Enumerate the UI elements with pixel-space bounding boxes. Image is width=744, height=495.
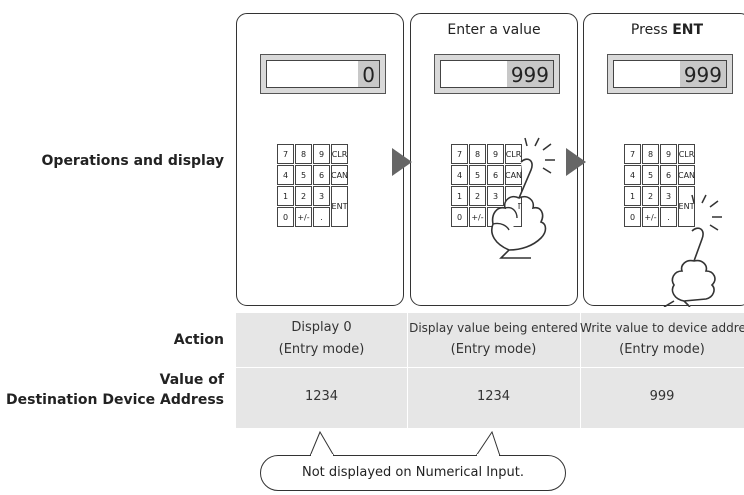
keypad-key[interactable]: 0: [451, 207, 468, 227]
action-line2: (Entry mode): [450, 342, 537, 357]
keypad-key[interactable]: 4: [277, 165, 294, 185]
keypad-key[interactable]: 8: [469, 144, 486, 164]
keypad-key[interactable]: CAN: [505, 165, 522, 185]
keypad-key[interactable]: 8: [295, 144, 312, 164]
row-label-action: Action: [173, 332, 224, 348]
action-cell: Write value to device address (Entry mod…: [580, 317, 744, 361]
display-value: 999: [506, 61, 553, 87]
keypad-key[interactable]: CAN: [678, 165, 695, 185]
keypad-key[interactable]: 7: [451, 144, 468, 164]
keypad-key[interactable]: CLR: [678, 144, 695, 164]
panel-caption: Enter a value: [447, 22, 541, 38]
keypad-key[interactable]: 2: [295, 186, 312, 206]
numeric-display: 0: [260, 54, 386, 94]
keypad-key[interactable]: 9: [487, 144, 504, 164]
arrow-right-icon: [392, 148, 412, 176]
keypad-key[interactable]: 1: [451, 186, 468, 206]
keypad-key[interactable]: 5: [295, 165, 312, 185]
keypad-key[interactable]: 3: [313, 186, 330, 206]
numeric-display: 999: [434, 54, 560, 94]
action-line2: (Entry mode): [619, 342, 705, 357]
keypad-key[interactable]: CLR: [505, 144, 522, 164]
keypad-key[interactable]: 6: [313, 165, 330, 185]
keypad-key[interactable]: 3: [660, 186, 677, 206]
keypad-key[interactable]: +/-: [469, 207, 486, 227]
panel-caption: Press ENT: [584, 22, 744, 38]
keypad-key[interactable]: 1: [277, 186, 294, 206]
keypad-key[interactable]: 5: [642, 165, 659, 185]
value-row: [236, 368, 744, 428]
action-cell: Display 0 (Entry mode): [236, 317, 407, 361]
numeric-display: 999: [607, 54, 733, 94]
keypad-key[interactable]: 7: [277, 144, 294, 164]
value-cell: 1234: [476, 389, 511, 404]
row-label-value-line1: Value of: [159, 372, 224, 388]
keypad-key[interactable]: CAN: [331, 165, 348, 185]
display-value: 999: [679, 61, 726, 87]
action-row: [236, 313, 744, 367]
keypad-key[interactable]: 4: [624, 165, 641, 185]
keypad-key[interactable]: 3: [487, 186, 504, 206]
keypad-key[interactable]: .: [313, 207, 330, 227]
arrow-right-icon: [566, 148, 586, 176]
keypad-key[interactable]: 5: [469, 165, 486, 185]
panel-enter-value: Enter a value 999 789CLR456CAN123ENT0+/-…: [410, 13, 578, 306]
keypad-key[interactable]: 6: [487, 165, 504, 185]
keypad-key[interactable]: 2: [469, 186, 486, 206]
action-line2: (Entry mode): [278, 342, 365, 357]
keypad-key[interactable]: 9: [660, 144, 677, 164]
note-callout: Not displayed on Numerical Input.: [260, 455, 566, 491]
row-label-value-line2: Destination Device Address: [6, 392, 224, 408]
keypad-key[interactable]: .: [660, 207, 677, 227]
keypad-key[interactable]: ENT: [331, 186, 348, 227]
pressing-hand-icon: [491, 137, 555, 259]
keypad-key[interactable]: 9: [313, 144, 330, 164]
keypad-key[interactable]: 0: [277, 207, 294, 227]
keypad-key[interactable]: 1: [624, 186, 641, 206]
note-text: Not displayed on Numerical Input.: [301, 465, 524, 480]
action-line1: Write value to device address: [580, 321, 744, 335]
action-line1: Display value being entered: [409, 321, 578, 335]
row-label-operations: Operations and display: [41, 153, 224, 169]
action-cell: Display value being entered (Entry mode): [407, 317, 580, 361]
keypad-key[interactable]: 4: [451, 165, 468, 185]
caption-key: ENT: [672, 22, 704, 38]
keypad-key[interactable]: 7: [624, 144, 641, 164]
value-cell: 999: [649, 389, 675, 404]
keypad-key[interactable]: +/-: [642, 207, 659, 227]
keypad-key[interactable]: ENT: [678, 186, 695, 227]
pressing-hand-icon: [663, 194, 722, 307]
keypad-key[interactable]: 2: [642, 186, 659, 206]
row-label-value: Value of Destination Device Address: [6, 370, 224, 410]
keypad-key[interactable]: +/-: [295, 207, 312, 227]
display-value: 0: [358, 61, 379, 87]
keypad-key[interactable]: 6: [660, 165, 677, 185]
keypad-key[interactable]: 8: [642, 144, 659, 164]
value-cell: 1234: [304, 389, 339, 404]
action-line1: Display 0: [291, 320, 352, 335]
keypad-key[interactable]: 0: [624, 207, 641, 227]
caption-text: Press: [630, 22, 673, 38]
keypad-key[interactable]: CLR: [331, 144, 348, 164]
